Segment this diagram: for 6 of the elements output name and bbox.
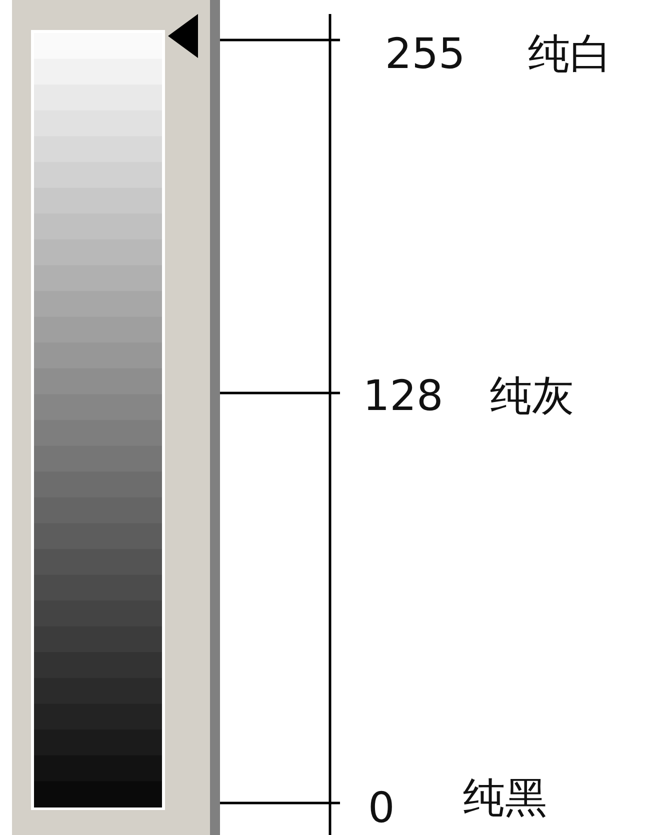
tone-label: 纯白 [528, 30, 612, 78]
value-label: 0 [368, 784, 395, 832]
value-label: 255 [385, 30, 466, 78]
value-label: 128 [363, 372, 444, 420]
tone-label: 纯黑 [463, 774, 547, 822]
tone-label: 纯灰 [490, 372, 574, 420]
